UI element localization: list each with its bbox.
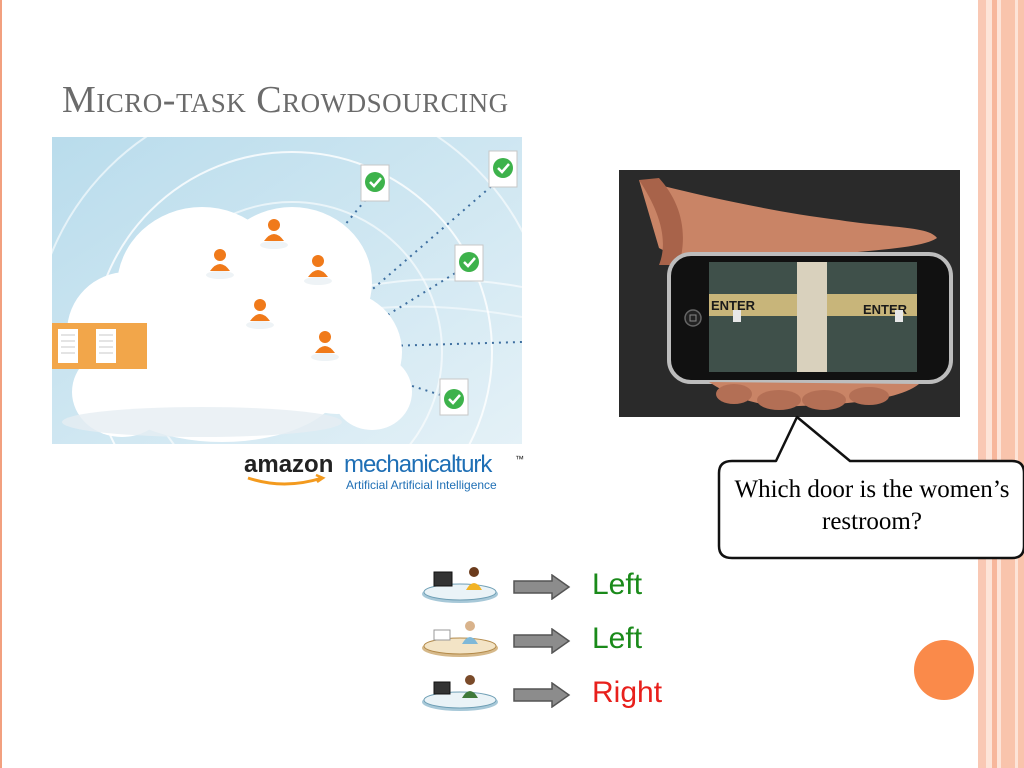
border-stripe xyxy=(997,0,1001,768)
answer-label: Right xyxy=(592,676,663,709)
worker-answer-row-3: Right xyxy=(420,674,680,718)
crowdsourcing-cloud-illustration xyxy=(52,137,522,444)
left-edge-line xyxy=(0,0,2,768)
worker-answer-row-2: Left xyxy=(420,620,680,664)
answer-label: Left xyxy=(592,568,643,601)
logo-trademark: ™ xyxy=(515,454,524,464)
slide-title: Micro-task Crowdsourcing xyxy=(62,79,509,121)
speech-bubble xyxy=(717,415,1024,560)
logo-product: mechanicalturk xyxy=(344,451,493,478)
logo-tagline: Artificial Artificial Intelligence xyxy=(346,478,497,492)
border-stripe xyxy=(978,0,986,768)
border-stripe xyxy=(1015,0,1018,768)
bubble-question: Which door is the women’s restroom? xyxy=(734,476,1010,535)
worker-at-desk-icon xyxy=(422,621,498,657)
accent-circle xyxy=(914,640,974,700)
arrow-right-icon xyxy=(513,682,571,708)
worker-answer-row-1: Left xyxy=(420,566,680,610)
worker-at-desk-icon xyxy=(422,675,498,711)
arrow-right-icon xyxy=(513,574,571,600)
answer-label: Left xyxy=(592,622,643,655)
mechanical-turk-logo: amazon mechanicalturk ™ Artificial Artif… xyxy=(244,450,529,500)
left-door-sign: ENTER xyxy=(711,298,756,313)
border-stripe xyxy=(1001,0,1024,768)
worker-at-desk-icon xyxy=(422,567,498,603)
logo-brand: amazon xyxy=(244,451,333,478)
arrow-right-icon xyxy=(513,628,571,654)
border-stripe xyxy=(992,0,997,768)
border-stripe xyxy=(986,0,992,768)
phone-photo: ENTER ENTER xyxy=(619,170,960,417)
